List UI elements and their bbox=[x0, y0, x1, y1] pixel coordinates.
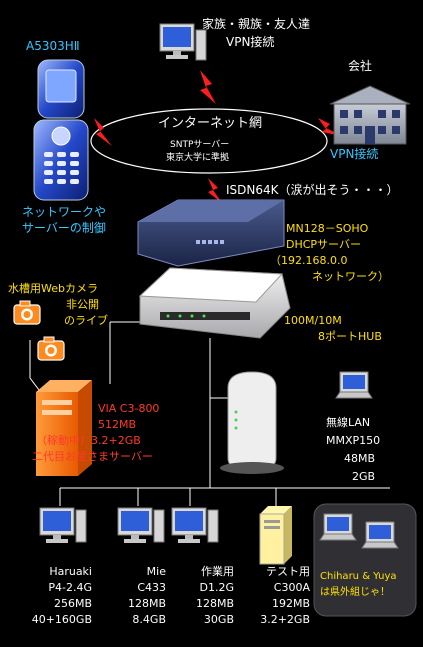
wireless-label-1: 無線LAN bbox=[326, 416, 371, 429]
server-label-2: 512MB bbox=[98, 418, 137, 431]
router-label-3: （192.168.0.0 bbox=[270, 254, 348, 267]
company-building-icon bbox=[329, 85, 411, 145]
server-tower-icon bbox=[36, 380, 92, 476]
pc-ram: 192MB bbox=[271, 597, 310, 610]
pc-disk: 3.2+2GB bbox=[260, 613, 310, 626]
pc-name: 作業用 bbox=[201, 565, 234, 578]
pc-name: Haruaki bbox=[49, 565, 92, 578]
router-label-4: ネットワーク） bbox=[312, 270, 389, 283]
test-server-icon bbox=[259, 506, 292, 565]
wireless-label-2: MMXP150 bbox=[326, 434, 381, 447]
remote-users-box bbox=[313, 503, 417, 617]
sntp-source-label: 東京大学に準拠 bbox=[166, 153, 230, 163]
pc-spec-test: テスト用 C300A 192MB 3.2+2GB bbox=[246, 564, 310, 628]
server-label-4: 二代目お星さまサーバー bbox=[32, 450, 153, 463]
pc-cpu: D1.2G bbox=[199, 581, 235, 594]
pc-ram: 128MB bbox=[195, 597, 234, 610]
sntp-label: SNTPサーバー bbox=[170, 140, 230, 150]
pc-disk: 30GB bbox=[203, 613, 234, 626]
pc-spec-work: 作業用 D1.2G 128MB 30GB bbox=[176, 564, 234, 628]
pc-ram: 256MB bbox=[53, 597, 92, 610]
remote-label-1: Chiharu & Yuya bbox=[320, 571, 397, 582]
pc-ram: 128MB bbox=[127, 597, 166, 610]
router-label-1: MN128－SOHO bbox=[286, 222, 369, 235]
remote-label-2: は県外組じゃ！ bbox=[320, 587, 390, 598]
family-pc-icon bbox=[159, 23, 207, 61]
hub-label-2: 8ポートHUB bbox=[318, 330, 382, 343]
family-vpn-label: VPN接続 bbox=[226, 35, 275, 49]
company-label: 会社 bbox=[348, 59, 373, 73]
server-label-1: VIA C3-800 bbox=[98, 402, 160, 415]
hub-icon bbox=[138, 267, 291, 339]
router-icon bbox=[137, 199, 285, 267]
phone-desc-line2: サーバーの制御 bbox=[22, 221, 106, 235]
pc-name: Mie bbox=[146, 565, 166, 578]
internet-label: インターネット網 bbox=[158, 116, 263, 131]
connection-lines bbox=[29, 321, 390, 506]
pc-spec-haruaki: Haruaki P4-2.4G 256MB 40+160GB bbox=[16, 564, 92, 628]
webcam-label-2: 非公開 bbox=[66, 298, 99, 311]
client-pc-icon bbox=[39, 507, 87, 544]
wireless-label-4: 2GB bbox=[352, 470, 376, 483]
pc-cpu: C300A bbox=[273, 581, 310, 594]
phone-desc-line1: ネットワークや bbox=[22, 205, 107, 219]
isdn-label: ISDN64K（涙が出そう・・・） bbox=[226, 183, 399, 197]
cellphone-icon bbox=[33, 59, 89, 201]
webcam-label-3: のライブ bbox=[64, 314, 108, 327]
company-vpn-label: VPN接続 bbox=[330, 147, 379, 161]
wireless-ap-icon bbox=[220, 371, 284, 474]
pc-cpu: C433 bbox=[137, 581, 166, 594]
webcam-icon bbox=[37, 336, 65, 361]
client-pc-icon bbox=[171, 507, 219, 544]
pc-disk: 8.4GB bbox=[132, 613, 166, 626]
pc-disk: 40+160GB bbox=[31, 613, 92, 626]
pc-spec-mie: Mie C433 128MB 8.4GB bbox=[110, 564, 166, 628]
family-label: 家族・親族・友人達 bbox=[202, 17, 311, 31]
server-label-3: （稼動中）3.2+2GB bbox=[36, 434, 141, 447]
lightning-links bbox=[94, 70, 342, 203]
client-pc-icon bbox=[117, 507, 165, 544]
wireless-laptop-icon bbox=[335, 371, 373, 399]
pc-name: テスト用 bbox=[266, 565, 310, 578]
webcam-label-1: 水槽用Webカメラ bbox=[8, 282, 98, 295]
pc-cpu: P4-2.4G bbox=[48, 581, 92, 594]
wireless-label-3: 48MB bbox=[344, 452, 376, 465]
phone-model-label: A5303HⅡ bbox=[26, 39, 80, 53]
webcam-icon bbox=[13, 300, 41, 325]
router-label-2: DHCPサーバー bbox=[286, 238, 361, 251]
hub-label-1: 100M/10M bbox=[284, 314, 342, 327]
internet-cloud bbox=[90, 108, 328, 174]
